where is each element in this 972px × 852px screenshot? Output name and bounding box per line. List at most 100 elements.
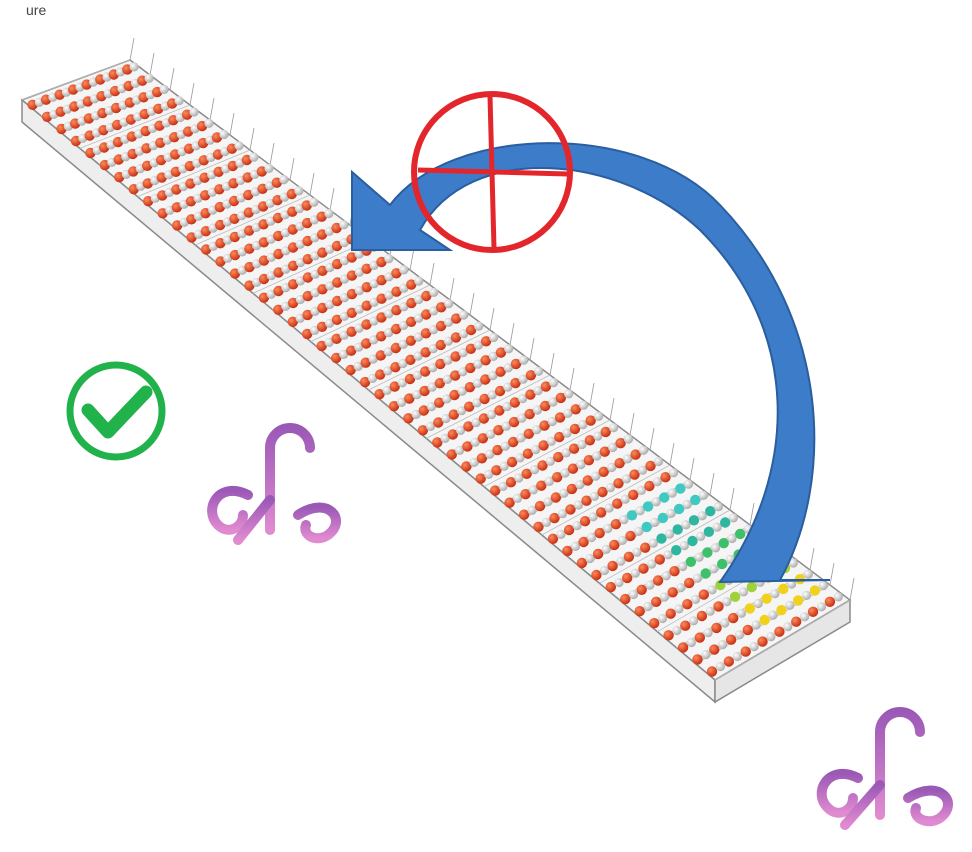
atom-sphere-red	[524, 408, 535, 420]
atom-sphere-white	[369, 335, 379, 345]
atom-sphere-white	[722, 597, 732, 607]
atom-sphere-red	[346, 345, 357, 356]
atom-sphere-white	[683, 479, 694, 489]
atom-sphere-red	[406, 279, 417, 290]
atom-sphere-red	[566, 483, 578, 495]
atom-sphere-white	[645, 580, 655, 590]
atom-sphere-white	[599, 565, 610, 576]
grid-post	[189, 82, 195, 106]
atom-sphere-red	[706, 666, 718, 677]
atom-sphere-white	[620, 494, 630, 504]
atom-sphere-red	[612, 498, 623, 509]
atom-sphere-white	[679, 541, 690, 551]
atom-sphere-white	[591, 471, 601, 481]
atom-sphere-red	[448, 409, 459, 420]
atom-sphere-red	[523, 428, 534, 439]
atom-sphere-white	[502, 401, 512, 412]
atom-sphere-white	[657, 613, 668, 624]
atom-sphere-red	[301, 200, 312, 211]
atom-sphere-white	[459, 329, 469, 339]
atom-sphere-red	[316, 321, 328, 332]
atom-sphere-red	[331, 240, 343, 252]
atom-sphere-red	[374, 389, 385, 400]
atom-sphere-red	[244, 225, 255, 236]
atom-sphere-red	[623, 551, 635, 562]
atom-sphere-red	[761, 593, 772, 604]
atom-sphere-red	[584, 435, 596, 446]
atom-sphere-white	[325, 281, 335, 291]
atom-sphere-white	[532, 425, 542, 435]
atom-sphere-white	[709, 564, 719, 574]
grid-post	[449, 277, 455, 301]
atom-sphere-red	[793, 595, 804, 606]
atom-sphere-red	[391, 268, 402, 279]
atom-sphere-red	[495, 366, 506, 377]
atom-sphere-red	[582, 475, 593, 486]
atom-sphere-red	[435, 339, 446, 351]
atom-sphere-red	[692, 654, 703, 665]
atom-sphere-white	[801, 590, 812, 601]
atom-sphere-red	[538, 440, 549, 451]
atom-sphere-white	[531, 445, 541, 455]
atom-sphere-red	[705, 506, 716, 517]
atom-sphere-red	[596, 507, 607, 518]
atom-sphere-white	[458, 348, 468, 358]
atom-sphere-white	[444, 299, 454, 309]
atom-sphere-white	[562, 428, 572, 438]
atom-sphere-red	[478, 413, 490, 424]
atom-sphere-red	[591, 569, 602, 581]
atom-sphere-white	[488, 371, 498, 381]
atom-sphere-red	[491, 465, 502, 476]
atom-sphere-white	[681, 520, 691, 530]
atom-sphere-red	[824, 596, 836, 607]
atom-sphere-white	[686, 637, 697, 648]
atom-sphere-red	[562, 545, 573, 557]
grid-post	[269, 142, 275, 166]
atom-sphere-white	[728, 513, 739, 523]
atom-sphere-white	[788, 558, 798, 568]
atom-sphere-red	[615, 438, 626, 449]
atom-sphere-white	[621, 474, 632, 484]
atom-sphere-white	[353, 361, 363, 371]
atom-sphere-red	[622, 572, 633, 584]
atom-sphere-red	[316, 211, 327, 222]
atom-sphere-white	[594, 411, 604, 421]
atom-sphere-white	[484, 469, 494, 479]
atom-sphere-white	[413, 351, 423, 361]
atom-sphere-white	[324, 337, 334, 347]
atom-sphere-white	[518, 374, 528, 384]
atom-sphere-white	[339, 330, 349, 340]
atom-sphere-white	[470, 437, 480, 447]
atom-sphere-red	[677, 642, 689, 653]
atom-sphere-white	[559, 488, 569, 498]
atom-sphere-red	[243, 207, 254, 218]
atom-sphere-red	[682, 599, 693, 610]
atom-sphere-white	[674, 604, 684, 614]
atom-sphere-white	[698, 490, 709, 500]
atom-sphere-red	[510, 377, 521, 389]
atom-sphere-red	[510, 358, 522, 370]
atom-sphere-white	[384, 254, 394, 264]
atom-sphere-red	[417, 425, 429, 436]
atom-sphere-red	[713, 601, 724, 612]
atom-sphere-white	[382, 385, 392, 395]
atom-sphere-white	[601, 544, 611, 555]
atom-sphere-white	[399, 302, 409, 312]
atom-sphere-red	[258, 292, 270, 303]
atom-sphere-red	[403, 413, 414, 424]
atom-sphere-white	[575, 480, 585, 490]
atom-sphere-white	[309, 197, 319, 207]
atom-sphere-red	[539, 420, 550, 431]
atom-sphere-red	[644, 480, 655, 492]
atom-sphere-white	[548, 397, 558, 407]
atom-sphere-red	[723, 656, 734, 667]
grid-post	[689, 457, 695, 481]
atom-sphere-red	[244, 280, 255, 291]
atom-sphere-red	[480, 336, 492, 347]
atom-sphere-red	[718, 538, 729, 549]
atom-sphere-red	[508, 436, 519, 448]
atom-sphere-red	[287, 297, 299, 309]
atom-sphere-red	[641, 521, 652, 533]
atom-sphere-white	[648, 538, 658, 548]
atom-sphere-white	[666, 508, 676, 518]
